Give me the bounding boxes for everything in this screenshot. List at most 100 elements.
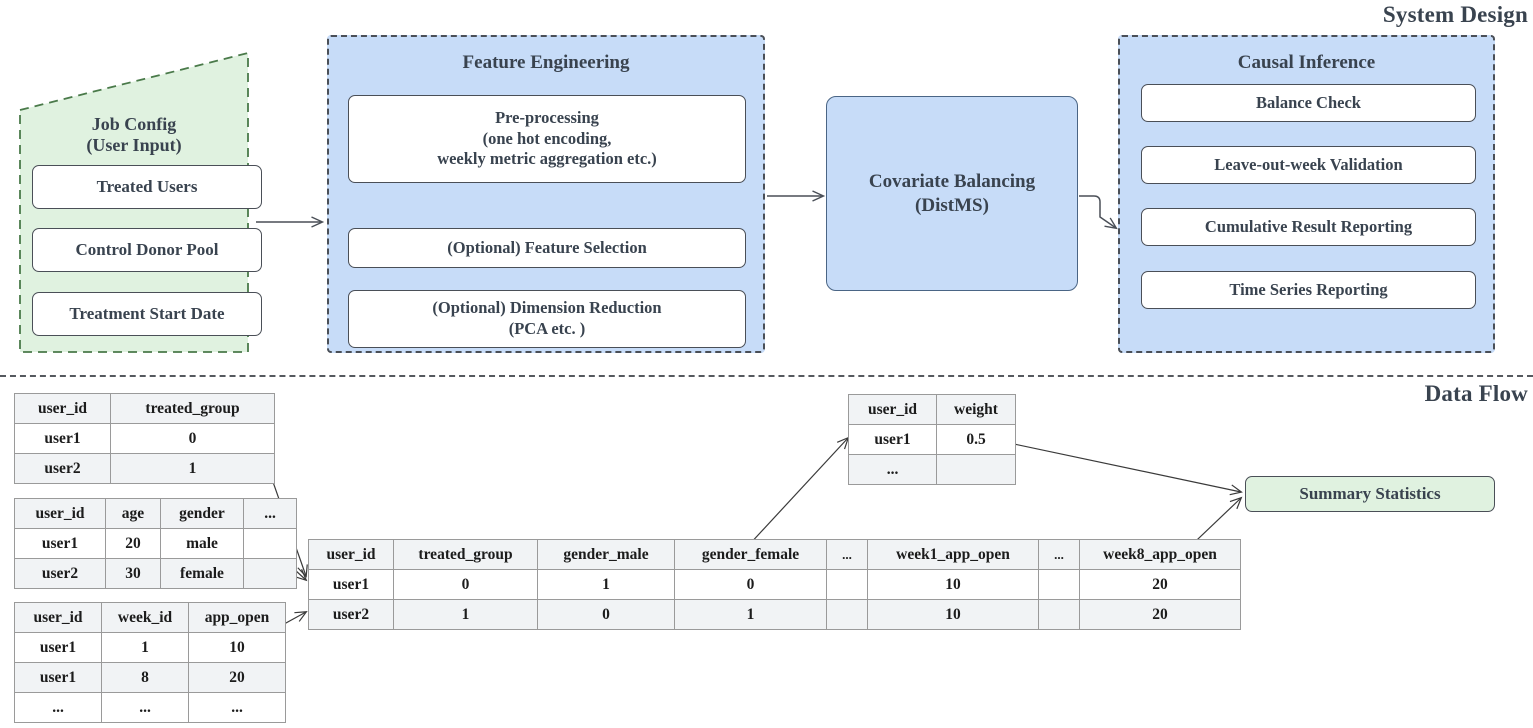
cell-gender: female: [160, 558, 244, 589]
table-row: user2 30 female: [14, 558, 297, 589]
ci-item-leave-out-week-validation[interactable]: Leave-out-week Validation: [1141, 146, 1476, 184]
th-gender-female: gender_female: [674, 539, 827, 570]
table-row: user1 20 male: [14, 528, 297, 559]
ci-item-balance-check[interactable]: Balance Check: [1141, 84, 1476, 122]
fe-preprocessing-line1: Pre-processing: [495, 108, 599, 128]
fe-item-pre-processing[interactable]: Pre-processing (one hot encoding, weekly…: [348, 95, 746, 183]
feature-matrix-table-wrapper: user_id treated_group gender_male gender…: [308, 539, 1241, 630]
demographics-table: user_id age gender ... user1 20 male use…: [14, 498, 297, 589]
job-config-title-line1: Job Config: [91, 114, 177, 134]
feature-matrix-table: user_id treated_group gender_male gender…: [308, 539, 1241, 630]
cell-treated-group: 0: [110, 423, 275, 454]
table-row: user1 0 1 0 10 20: [308, 569, 1241, 600]
cell-week1-app-open: 10: [867, 599, 1039, 630]
th-ellipsis-2: ...: [1038, 539, 1080, 570]
summary-statistics-box[interactable]: Summary Statistics: [1245, 476, 1495, 512]
th-ellipsis: ...: [243, 498, 297, 529]
table-header-row: user_id treated_group gender_male gender…: [308, 539, 1241, 570]
cell-ellipsis-2: [1038, 569, 1080, 600]
cell-ellipsis-2: [1038, 599, 1080, 630]
weekly-metric-table-wrapper: user_id week_id app_open user1 1 10 user…: [14, 602, 286, 723]
section-divider: [0, 375, 1533, 377]
cell-user-id: user1: [14, 423, 111, 454]
treated-group-table-wrapper: user_id treated_group user1 0 user2 1: [14, 393, 275, 484]
causal-inference-title: Causal Inference: [1237, 52, 1376, 73]
table-header-row: user_id treated_group: [14, 393, 275, 424]
cell-user-id: user1: [14, 632, 102, 663]
job-config-item-treated-users[interactable]: Treated Users: [32, 165, 262, 209]
covariate-balancing-line1: Covariate Balancing: [868, 170, 1036, 192]
th-treated-group: treated_group: [110, 393, 275, 424]
cell-week8-app-open: 20: [1079, 599, 1241, 630]
th-week-id: week_id: [101, 602, 189, 633]
table-row: user1 0: [14, 423, 275, 454]
system-design-label: System Design: [1382, 2, 1528, 27]
cell-user-id: user1: [14, 662, 102, 693]
th-weight: weight: [936, 394, 1016, 425]
fe-item-feature-selection[interactable]: (Optional) Feature Selection: [348, 228, 746, 268]
job-config-item-control-donor-pool[interactable]: Control Donor Pool: [32, 228, 262, 272]
th-user-id: user_id: [848, 394, 937, 425]
cell-user-id: user2: [14, 453, 111, 484]
cell-user-id: user1: [308, 569, 394, 600]
cell-weight: 0.5: [936, 424, 1016, 455]
job-config-item-treatment-start-date[interactable]: Treatment Start Date: [32, 292, 262, 336]
cell-age: 30: [105, 558, 161, 589]
table-row: ... ... ...: [14, 692, 286, 723]
table-row: ...: [848, 454, 1016, 485]
th-gender-male: gender_male: [537, 539, 675, 570]
th-user-id: user_id: [14, 602, 102, 633]
table-row: user2 1: [14, 453, 275, 484]
th-user-id: user_id: [14, 393, 111, 424]
cell-app-open: 10: [188, 632, 286, 663]
table-header-row: user_id age gender ...: [14, 498, 297, 529]
th-gender: gender: [160, 498, 244, 529]
table-header-row: user_id weight: [848, 394, 1016, 425]
demographics-table-wrapper: user_id age gender ... user1 20 male use…: [14, 498, 297, 589]
th-app-open: app_open: [188, 602, 286, 633]
cell-app-open: ...: [188, 692, 286, 723]
arrow-cb-to-ci: [1079, 195, 1118, 230]
covariate-balancing-box[interactable]: Covariate Balancing (DistMS): [826, 96, 1078, 291]
th-user-id: user_id: [14, 498, 106, 529]
cell-treated-group: 1: [110, 453, 275, 484]
cell-weight: [936, 454, 1016, 485]
th-ellipsis-1: ...: [826, 539, 868, 570]
table-row: user1 1 10: [14, 632, 286, 663]
cell-user-id: user2: [308, 599, 394, 630]
table-row: user2 1 0 1 10 20: [308, 599, 1241, 630]
fe-preprocessing-line3: weekly metric aggregation etc.): [437, 149, 657, 169]
fe-item-dimension-reduction[interactable]: (Optional) Dimension Reduction (PCA etc.…: [348, 290, 746, 348]
cell-ellipsis: [243, 528, 297, 559]
weight-table-wrapper: user_id weight user1 0.5 ...: [848, 394, 1016, 485]
feature-engineering-title: Feature Engineering: [462, 52, 630, 73]
cell-gender-female: 0: [674, 569, 827, 600]
cell-treated-group: 0: [393, 569, 538, 600]
table-row: user1 0.5: [848, 424, 1016, 455]
cell-week-id: 8: [101, 662, 189, 693]
weight-table: user_id weight user1 0.5 ...: [848, 394, 1016, 485]
ci-item-cumulative-result-reporting[interactable]: Cumulative Result Reporting: [1141, 208, 1476, 246]
cell-user-id: user1: [848, 424, 937, 455]
th-user-id: user_id: [308, 539, 394, 570]
cell-week8-app-open: 20: [1079, 569, 1241, 600]
table-header-row: user_id week_id app_open: [14, 602, 286, 633]
cell-user-id: ...: [14, 692, 102, 723]
cell-user-id: user2: [14, 558, 106, 589]
cell-gender-male: 0: [537, 599, 675, 630]
th-week8-app-open: week8_app_open: [1079, 539, 1241, 570]
weekly-metric-table: user_id week_id app_open user1 1 10 user…: [14, 602, 286, 723]
job-config-title: Job Config (User Input): [14, 114, 254, 156]
fe-dimred-line1: (Optional) Dimension Reduction: [432, 298, 662, 318]
fe-dimred-line2: (PCA etc. ): [508, 319, 586, 338]
cell-treated-group: 1: [393, 599, 538, 630]
th-treated-group: treated_group: [393, 539, 538, 570]
ci-item-time-series-reporting[interactable]: Time Series Reporting: [1141, 271, 1476, 309]
cell-gender-female: 1: [674, 599, 827, 630]
cell-ellipsis-1: [826, 569, 868, 600]
th-age: age: [105, 498, 161, 529]
cell-user-id: user1: [14, 528, 106, 559]
cell-week-id: 1: [101, 632, 189, 663]
job-config-title-line2: (User Input): [86, 135, 182, 156]
